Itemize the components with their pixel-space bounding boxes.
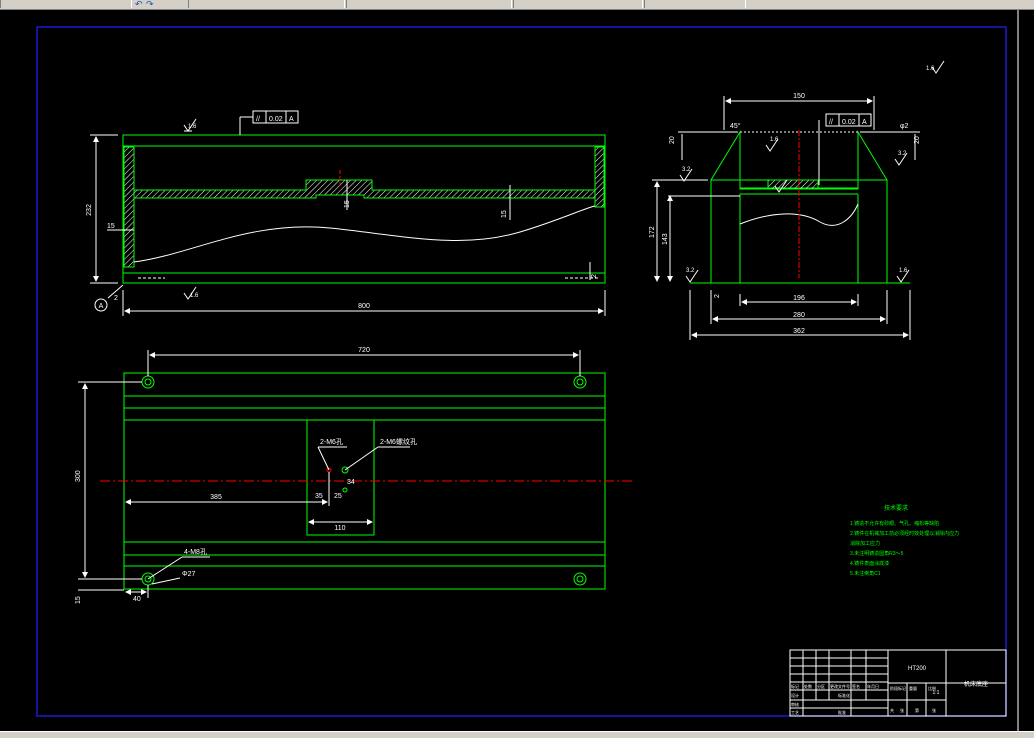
title-block-role-2: 标准化 <box>838 692 850 698</box>
front-dim-rib-right: 15 <box>501 210 508 218</box>
title-block-row-3: 分区 <box>817 683 825 689</box>
front-roughness-2: 1.6 <box>190 293 199 299</box>
title-block-name: 机床底座 <box>964 680 988 688</box>
plan-dim-edge15: 15 <box>75 596 82 604</box>
tech-note-2: 2.铸件在机械加工前必须经时效处理以消除内应力 <box>850 530 959 537</box>
plan-dim-width: 300 <box>75 470 82 482</box>
title-block-role-5: 批准 <box>838 709 846 715</box>
global-roughness: 1.6 <box>926 66 935 72</box>
side-dim-height-inner: 143 <box>662 233 669 245</box>
front-dim-rib-mid: 15 <box>344 200 351 208</box>
drawing-frame <box>36 26 1007 717</box>
title-block-role-3: 审核 <box>791 701 799 707</box>
datum-a-symbol <box>94 298 108 312</box>
side-dim-height-total: 172 <box>649 226 656 238</box>
plan-dim-35: 35 <box>315 493 323 500</box>
side-tol-datum: A <box>862 119 867 126</box>
toolbar-dropdown-lineweight[interactable] <box>644 0 746 8</box>
side-roughness-1: 1.6 <box>770 137 779 143</box>
toolbar-dropdown-layer[interactable] <box>188 0 345 8</box>
toolbar-segment[interactable] <box>0 0 132 8</box>
redo-icon[interactable]: ↷ <box>146 0 154 9</box>
side-roughness-5: 1.6 <box>899 268 908 274</box>
tech-notes-title: 技术要求 <box>884 504 908 512</box>
side-dim-chamfer-right: 20 <box>914 136 921 144</box>
title-block-row-4: 更改文件号 <box>830 683 850 689</box>
side-tol-value: 0.02 <box>842 119 856 126</box>
front-view <box>90 110 606 316</box>
title-block-cell-2: 重量 <box>909 685 917 691</box>
front-dim-base-gap: 2 <box>114 295 118 302</box>
title-block-cell-3: 比例 <box>928 685 936 691</box>
title-block-row-5: 签名 <box>852 683 860 689</box>
tech-note-5: 4.铸件表面涂底漆 <box>850 560 889 567</box>
datum-a-label: A <box>99 303 104 310</box>
title-block-role-1: 设计 <box>791 692 799 698</box>
side-dim-phi: φ2 <box>900 123 909 130</box>
front-dim-gap-right: 2 <box>591 274 598 278</box>
drawing-canvas[interactable]: 800 232 15 2 2 15 15 A 1.6 1.6 // 0.02 A <box>0 10 1034 731</box>
plan-view <box>78 350 633 598</box>
title-block-cell-6: 第 <box>915 707 919 713</box>
side-dim-mid: 280 <box>793 312 805 319</box>
side-dim-gap: 2 <box>714 294 721 298</box>
title-block-row-6: 年月日 <box>867 683 879 689</box>
side-view <box>652 60 945 340</box>
plan-label-two-holes-b: 2-M6螺纹孔 <box>380 437 417 446</box>
title-block-cell-1: 阶段标记 <box>890 685 906 691</box>
title-block-scale: 1:1 <box>933 690 940 696</box>
toolbar-dropdown-linetype[interactable] <box>513 0 643 8</box>
title-block-cell-4: 共 <box>890 707 894 713</box>
side-dim-chamfer-angle: 45° <box>730 122 741 130</box>
front-roughness-1: 1.6 <box>188 124 197 130</box>
title-block-cell-7: 张 <box>932 707 936 713</box>
side-tol-symbol: // <box>829 119 833 126</box>
title-block-code: HT200 <box>908 666 927 672</box>
plan-label-two-holes-a: 2-M6孔 <box>320 438 343 446</box>
tech-note-4: 3.未注明铸造圆角R3～5 <box>850 550 904 557</box>
plan-dim-phi27: Φ27 <box>182 571 195 578</box>
side-dim-inner: 196 <box>793 295 805 302</box>
title-block: HT200 机床底座 1:1 标记 处数 分区 更改文件号 签名 年月日 设计 … <box>789 649 1007 717</box>
front-tol-symbol: // <box>256 116 260 123</box>
title-block-role-4: 工艺 <box>791 710 799 715</box>
title-block-row-2: 处数 <box>804 683 812 689</box>
side-dim-overall: 362 <box>793 328 805 335</box>
undo-icon[interactable]: ↶ <box>135 0 143 9</box>
plan-dim-edge40: 40 <box>133 596 141 603</box>
plan-dim-to-center: 385 <box>210 494 222 501</box>
plan-dim-hole-span: 720 <box>358 347 370 354</box>
front-dim-height: 232 <box>86 204 93 216</box>
title-block-row-1: 标记 <box>791 683 799 689</box>
title-block-cell-5: 张 <box>900 707 904 713</box>
side-dim-chamfer-left: 20 <box>669 136 676 144</box>
front-dim-length: 800 <box>358 303 370 310</box>
front-tol-datum: A <box>289 116 294 123</box>
front-tol-value: 0.02 <box>269 116 283 123</box>
side-dim-top-width: 150 <box>793 93 805 100</box>
plan-dim-25: 25 <box>334 493 342 500</box>
toolbar: ↶ ↷ <box>0 0 1034 10</box>
plan-dim-r34: 34 <box>347 479 355 486</box>
plan-label-four-holes: 4-M8孔 <box>184 548 207 556</box>
side-roughness-4: 3.2 <box>686 268 695 274</box>
side-roughness-2: 3.2 <box>682 167 691 173</box>
tech-notes: 技术要求 1.铸造不允许有砂眼、气孔、缩松等缺陷 2.铸件在机械加工前必须经时效… <box>850 504 959 577</box>
status-bar <box>0 731 1034 738</box>
front-dim-wall: 15 <box>107 223 115 230</box>
tech-note-1: 1.铸造不允许有砂眼、气孔、缩松等缺陷 <box>850 520 939 527</box>
tech-note-3: 消除加工应力 <box>850 540 880 547</box>
plan-dim-110: 110 <box>334 525 345 532</box>
side-roughness-3: 3.2 <box>898 151 907 157</box>
toolbar-dropdown-color[interactable] <box>346 0 512 8</box>
tech-note-6: 5.未注倒角C1 <box>850 570 881 577</box>
